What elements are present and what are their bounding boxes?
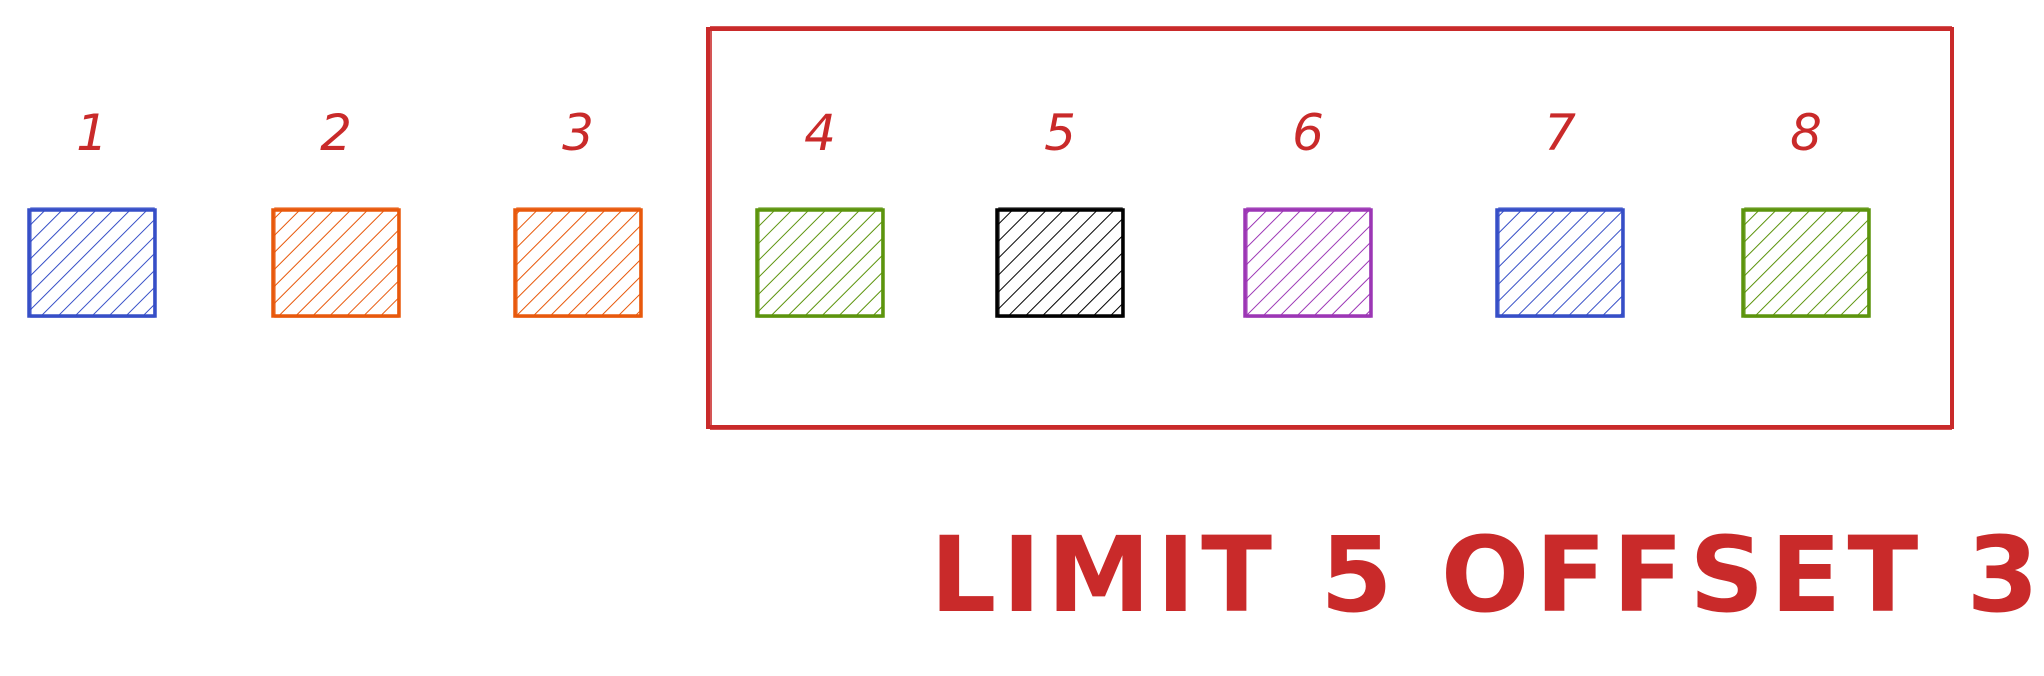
item-number-3: 3: [562, 104, 594, 162]
item-box-sketch: [1744, 207, 1869, 318]
item-box-border: [995, 208, 1125, 318]
item-box-border: [755, 208, 885, 318]
item-box-hatch: [757, 210, 883, 316]
item-number-7: 7: [1544, 104, 1576, 162]
item-box-sketch: [758, 207, 883, 318]
query-caption: LIMIT 5 OFFSET 3: [930, 514, 2044, 636]
item-number-6: 6: [1292, 104, 1324, 162]
item-box-border: [271, 208, 401, 318]
item-box-sketch: [1246, 207, 1371, 318]
item-box-border: [1741, 208, 1871, 318]
item-box-sketch: [998, 207, 1123, 318]
item-box-7: [1495, 207, 1625, 318]
item-box-hatch: [997, 210, 1123, 316]
item-box-sketch: [516, 207, 641, 318]
item-box-4: [755, 207, 885, 318]
item-number-2: 2: [320, 104, 352, 162]
item-box-1: [27, 207, 157, 318]
item-box-hatch: [515, 210, 641, 316]
item-number-4: 4: [804, 104, 836, 162]
item-box-hatch: [29, 210, 155, 316]
item-box-sketch: [30, 207, 155, 318]
item-number-8: 8: [1790, 104, 1822, 162]
item-box-border: [513, 208, 643, 318]
item-box-hatch: [1497, 210, 1623, 316]
item-box-8: [1741, 207, 1871, 318]
item-box-hatch: [273, 210, 399, 316]
item-box-hatch: [1743, 210, 1869, 316]
item-number-1: 1: [76, 104, 108, 162]
item-box-hatch: [1245, 210, 1371, 316]
item-box-6: [1243, 207, 1373, 318]
selected-window-frame-sketch: [710, 26, 1952, 430]
item-box-sketch: [1498, 207, 1623, 318]
item-box-border: [1495, 208, 1625, 318]
item-number-5: 5: [1044, 104, 1076, 162]
item-box-border: [1243, 208, 1373, 318]
item-box-2: [271, 207, 401, 318]
item-box-5: [995, 207, 1125, 318]
item-box-3: [513, 207, 643, 318]
item-box-border: [27, 208, 157, 318]
item-box-sketch: [274, 207, 399, 318]
